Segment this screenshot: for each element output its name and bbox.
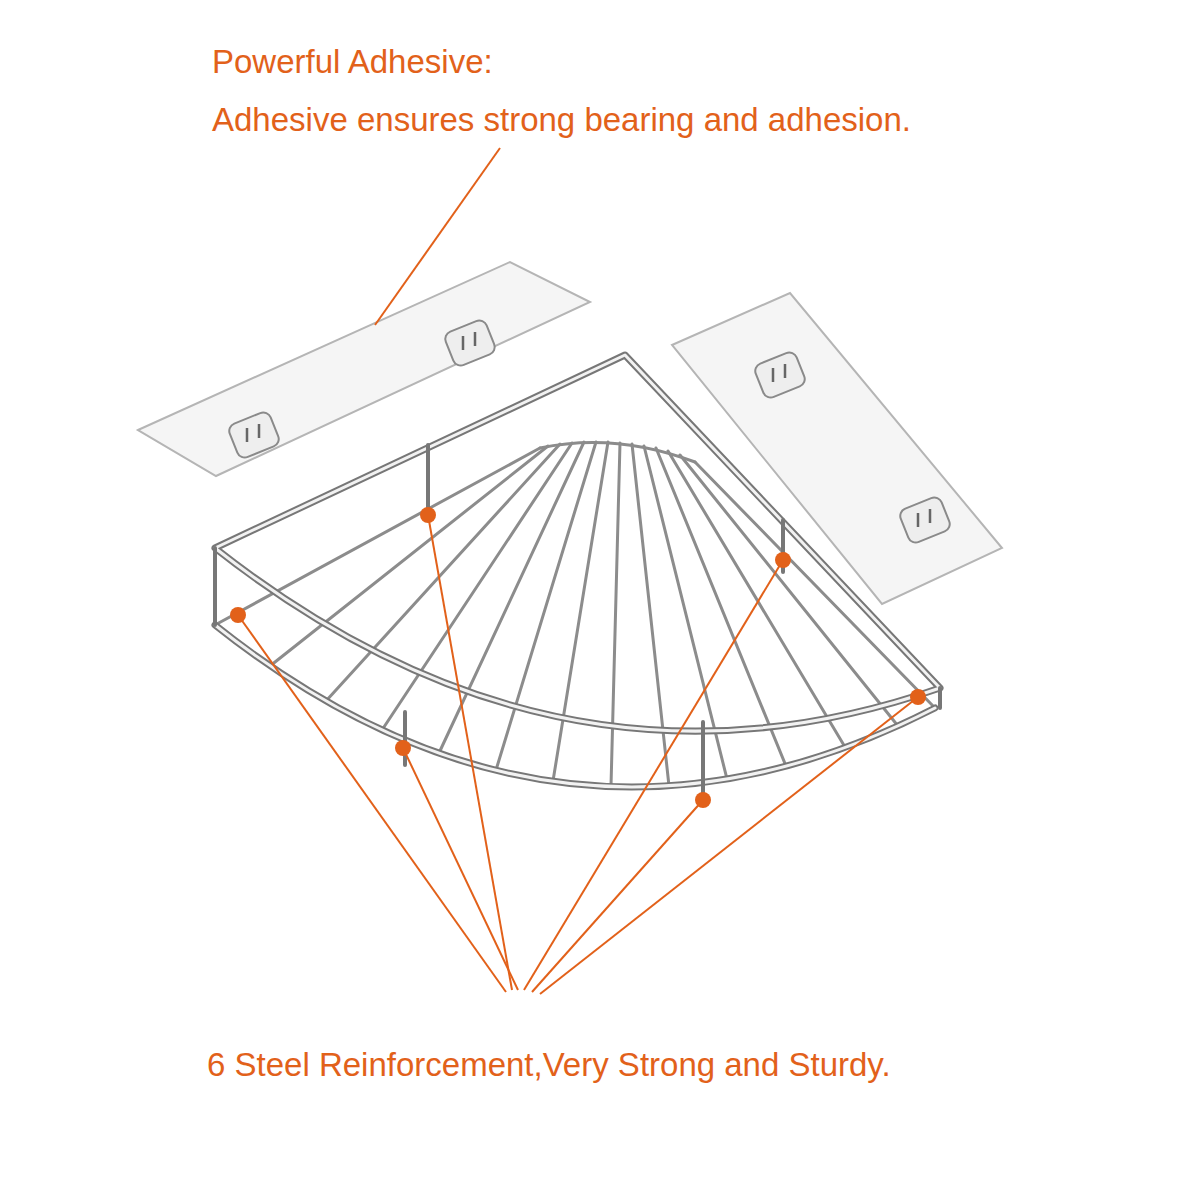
rims	[215, 355, 940, 800]
reinforcement-dots	[230, 507, 926, 808]
callout-text: Adhesive ensures strong bearing and adhe…	[212, 100, 911, 140]
leader-lines	[238, 148, 918, 994]
callout-text: 6 Steel Reinforcement,Very Strong and St…	[207, 1045, 891, 1085]
adhesive-plates	[138, 262, 1002, 604]
callout-heading: Powerful Adhesive:	[212, 42, 493, 82]
